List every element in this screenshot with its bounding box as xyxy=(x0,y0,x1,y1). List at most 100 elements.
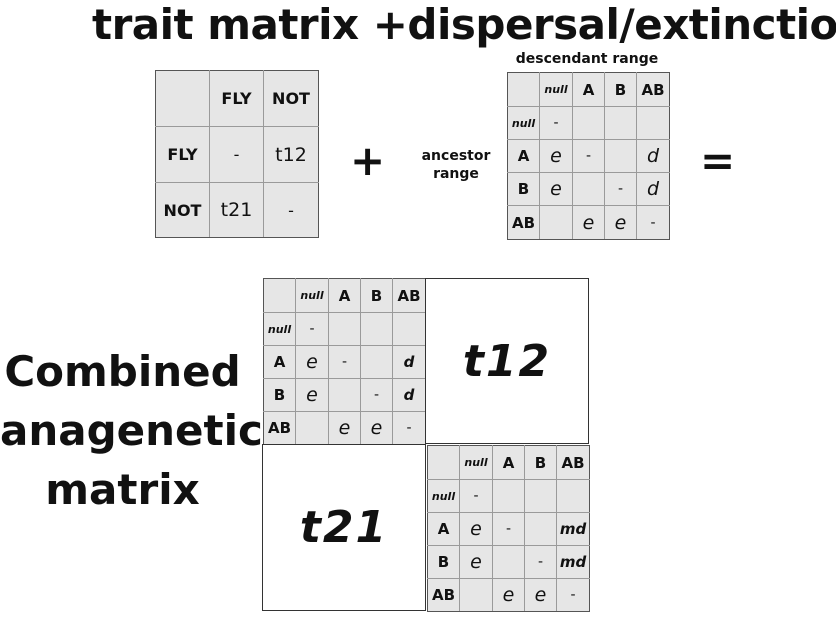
t21-label: t21 xyxy=(299,502,389,553)
upper-col-header: B xyxy=(360,278,393,313)
range-cell xyxy=(572,106,605,140)
range-col-header: null xyxy=(539,72,573,107)
range-col-header: AB xyxy=(636,72,670,107)
range-cell xyxy=(636,106,670,140)
upper-cell: - xyxy=(295,312,329,346)
trait-row-header: FLY xyxy=(155,126,210,183)
t12-block: t12 xyxy=(425,278,589,444)
combined-label-line: matrix xyxy=(45,465,200,514)
range-cell xyxy=(572,172,605,206)
upper-col-header: A xyxy=(328,278,361,313)
upper-cell xyxy=(360,345,393,379)
combined-label-line: Combined xyxy=(4,347,241,396)
trait-col-header: FLY xyxy=(209,70,264,127)
trait-cell: - xyxy=(263,182,319,238)
upper-row-header: AB xyxy=(263,411,296,445)
upper-row-header: A xyxy=(263,345,296,379)
range-row-header: AB xyxy=(507,205,540,240)
upper-cell: - xyxy=(328,345,361,379)
lower-cell: - xyxy=(556,578,590,612)
range-matrix: null A B AB null - A e - d B e - d AB e … xyxy=(507,72,670,240)
range-cell xyxy=(604,106,637,140)
upper-cell: d xyxy=(392,345,426,379)
trait-cell: - xyxy=(209,126,264,183)
combined-label-line: anagenetic xyxy=(0,406,263,455)
trait-col-header: NOT xyxy=(263,70,319,127)
range-row-header: A xyxy=(507,139,540,173)
range-cell xyxy=(539,205,573,240)
lower-cell: - xyxy=(459,479,493,513)
range-col-header: B xyxy=(604,72,637,107)
upper-cell: - xyxy=(392,411,426,445)
lower-cell: e xyxy=(524,578,557,612)
upper-cell: e xyxy=(328,411,361,445)
combined-matrix-label: Combined anagenetic matrix xyxy=(0,342,263,519)
lower-col-header: A xyxy=(492,445,525,480)
lower-row-header: AB xyxy=(427,578,460,612)
t12-label: t12 xyxy=(462,335,552,387)
lower-cell: e xyxy=(459,512,493,546)
lower-col-header: AB xyxy=(556,445,590,480)
upper-cell xyxy=(360,312,393,346)
lower-cell xyxy=(492,545,525,579)
descendant-range-label: descendant range xyxy=(515,51,659,67)
range-cell: - xyxy=(636,205,670,240)
upper-cell: d xyxy=(392,378,426,412)
upper-cell: e xyxy=(295,378,329,412)
page-title: trait matrix +dispersal/extinction xyxy=(92,0,836,49)
lower-col-header: null xyxy=(459,445,493,480)
lower-row-header: A xyxy=(427,512,460,546)
upper-cell xyxy=(328,378,361,412)
lower-col-header: B xyxy=(524,445,557,480)
upper-row-header: B xyxy=(263,378,296,412)
lower-cell: e xyxy=(459,545,493,579)
range-cell: d xyxy=(636,139,670,173)
t21-block: t21 xyxy=(262,444,426,611)
upper-col-header: null xyxy=(295,278,329,313)
lower-cell xyxy=(459,578,493,612)
upper-cell: e xyxy=(360,411,393,445)
range-col-header: A xyxy=(572,72,605,107)
equals-sign: = xyxy=(700,136,736,185)
lower-row-header: B xyxy=(427,545,460,579)
lower-cell xyxy=(492,479,525,513)
range-cell: - xyxy=(604,172,637,206)
trait-row-header: NOT xyxy=(155,182,210,238)
upper-cell xyxy=(295,411,329,445)
upper-corner-cell xyxy=(263,278,296,313)
range-cell xyxy=(604,139,637,173)
combined-upper-matrix: null A B AB null - A e - d B e - d AB e … xyxy=(263,278,426,445)
lower-cell xyxy=(524,479,557,513)
range-cell: d xyxy=(636,172,670,206)
lower-cell xyxy=(524,512,557,546)
upper-cell xyxy=(328,312,361,346)
upper-cell: - xyxy=(360,378,393,412)
lower-row-header: null xyxy=(427,479,460,513)
upper-cell xyxy=(392,312,426,346)
lower-cell xyxy=(556,479,590,513)
ancestor-range-label: ancestor range xyxy=(421,148,491,182)
lower-cell: md xyxy=(556,512,590,546)
lower-cell: md xyxy=(556,545,590,579)
trait-corner-cell xyxy=(155,70,210,127)
range-cell: e xyxy=(539,172,573,206)
trait-cell: t12 xyxy=(263,126,319,183)
upper-cell: e xyxy=(295,345,329,379)
range-cell: - xyxy=(572,139,605,173)
combined-lower-matrix: null A B AB null - A e - md B e - md AB … xyxy=(427,445,590,612)
lower-cell: - xyxy=(492,512,525,546)
range-corner-cell xyxy=(507,72,540,107)
trait-cell: t21 xyxy=(209,182,264,238)
range-cell: e xyxy=(604,205,637,240)
range-cell: e xyxy=(539,139,573,173)
upper-col-header: AB xyxy=(392,278,426,313)
range-row-header: null xyxy=(507,106,540,140)
range-cell: e xyxy=(572,205,605,240)
upper-row-header: null xyxy=(263,312,296,346)
trait-matrix: FLY NOT FLY - t12 NOT t21 - xyxy=(155,70,319,238)
plus-sign: + xyxy=(350,136,386,185)
lower-corner-cell xyxy=(427,445,460,480)
range-row-header: B xyxy=(507,172,540,206)
lower-cell: - xyxy=(524,545,557,579)
lower-cell: e xyxy=(492,578,525,612)
